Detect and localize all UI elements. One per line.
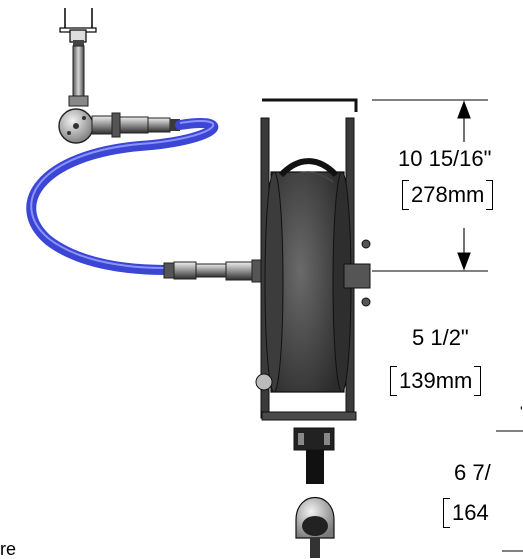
- supply-pipe: [72, 45, 85, 103]
- dimension-lines: [372, 99, 523, 552]
- hose-end-fittings: [163, 259, 265, 283]
- caption-fragment: re: [0, 539, 17, 559]
- partial-label-fragment: ': [520, 403, 523, 419]
- inlet-fittings: [91, 112, 180, 138]
- mid-height-metric: 139mm: [390, 366, 482, 396]
- top-height-metric-value: 278mm: [411, 182, 485, 207]
- reel-drum: [255, 158, 371, 393]
- side-width-metric: 164: [443, 498, 489, 528]
- mid-height-metric-value: 139mm: [399, 368, 473, 393]
- side-width-imperial: 6 7/: [454, 460, 491, 485]
- ceiling-mount-bracket: [59, 8, 97, 47]
- side-width-metric-value: 164: [452, 500, 489, 525]
- supply-hose: [26, 118, 219, 275]
- top-height-imperial: 10 15/16": [398, 146, 492, 171]
- outlet-hose-assembly: [293, 427, 335, 558]
- top-height-metric: 278mm: [402, 180, 494, 210]
- mid-height-imperial: 5 1/2": [412, 325, 469, 350]
